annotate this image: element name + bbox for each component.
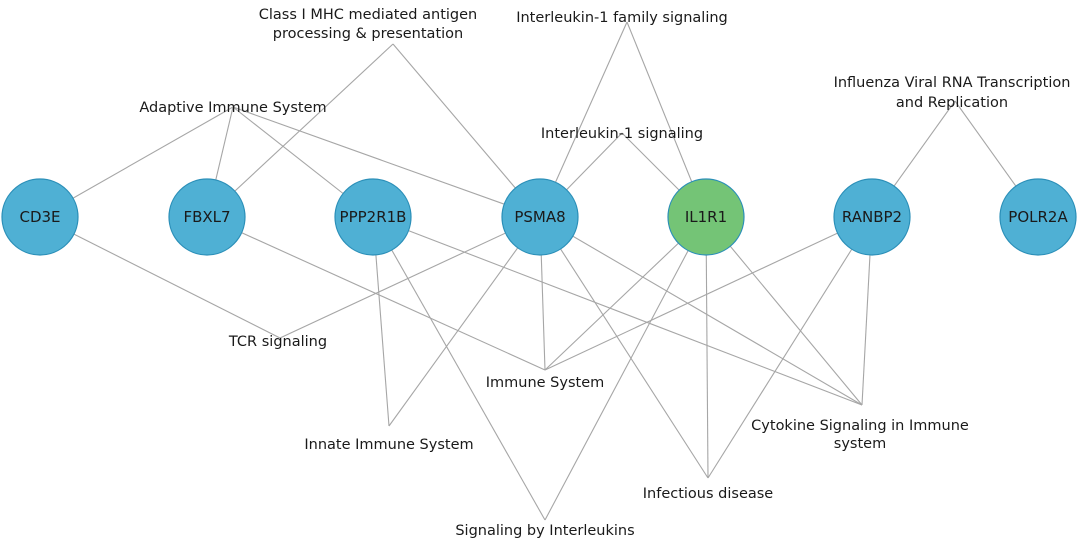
gene-node-label: FBXL7 bbox=[183, 208, 230, 226]
pathway-term-label: Signaling by Interleukins bbox=[455, 523, 634, 538]
pathway-term-il1sig[interactable]: Interleukin-1 signaling bbox=[541, 126, 703, 142]
edge-tcr-CD3E bbox=[39, 216, 281, 339]
pathway-term-influenza[interactable]: Influenza Viral RNA Transcription and Rep… bbox=[834, 75, 1071, 111]
gene-node-circle bbox=[1, 178, 79, 256]
pathway-term-interleukins[interactable]: Signaling by Interleukins bbox=[455, 523, 634, 538]
pathway-term-adaptive[interactable]: Adaptive Immune System bbox=[139, 100, 326, 116]
edge-interleukins-PPP2R1B bbox=[372, 216, 546, 521]
gene-node-label: IL1R1 bbox=[685, 208, 727, 226]
pathway-terms-layer: Class I MHC mediated antigen processing &… bbox=[139, 7, 1070, 538]
pathway-term-label: system bbox=[834, 436, 886, 452]
pathway-term-immune[interactable]: Immune System bbox=[486, 375, 605, 391]
pathway-term-label: processing & presentation bbox=[273, 26, 463, 42]
pathway-term-label: Cytokine Signaling in Immune bbox=[751, 418, 969, 434]
gene-node-cd3e[interactable]: CD3E bbox=[1, 178, 79, 256]
edge-cytokine-PSMA8 bbox=[539, 216, 863, 406]
pathway-term-label: Adaptive Immune System bbox=[139, 100, 326, 116]
pathway-term-label: Interleukin-1 signaling bbox=[541, 126, 703, 142]
gene-node-label: RANBP2 bbox=[842, 208, 902, 226]
gene-node-ppp2r1b[interactable]: PPP2R1B bbox=[334, 178, 412, 256]
gene-node-circle bbox=[168, 178, 246, 256]
gene-node-circle bbox=[667, 178, 745, 256]
gene-node-polr2a[interactable]: POLR2A bbox=[999, 178, 1077, 256]
pathway-term-innate[interactable]: Innate Immune System bbox=[304, 437, 473, 453]
pathway-term-label: Class I MHC mediated antigen bbox=[259, 7, 477, 23]
pathway-term-cytokine[interactable]: Cytokine Signaling in Immune system bbox=[751, 418, 969, 452]
pathway-term-infectious[interactable]: Infectious disease bbox=[643, 486, 774, 502]
pathway-term-il1family[interactable]: Interleukin-1 family signaling bbox=[516, 10, 728, 26]
pathway-term-label: and Replication bbox=[896, 95, 1008, 111]
edge-immune-RANBP2 bbox=[544, 216, 873, 371]
gene-node-circle bbox=[833, 178, 911, 256]
gene-node-circle bbox=[999, 178, 1077, 256]
edge-interleukins-IL1R1 bbox=[544, 216, 707, 521]
edge-class1mhc-FBXL7 bbox=[206, 43, 394, 218]
gene-node-il1r1[interactable]: IL1R1 bbox=[667, 178, 745, 256]
edge-infectious-IL1R1 bbox=[705, 216, 709, 479]
pathway-term-label: Interleukin-1 family signaling bbox=[516, 10, 728, 26]
edge-immune-FBXL7 bbox=[206, 216, 546, 371]
pathway-term-label: Innate Immune System bbox=[304, 437, 473, 453]
pathway-term-label: Influenza Viral RNA Transcription bbox=[834, 75, 1071, 91]
edge-innate-PSMA8 bbox=[388, 216, 541, 427]
gene-node-ranbp2[interactable]: RANBP2 bbox=[833, 178, 911, 256]
gene-node-label: PPP2R1B bbox=[340, 208, 407, 226]
gene-node-label: PSMA8 bbox=[514, 208, 565, 226]
gene-node-label: POLR2A bbox=[1008, 208, 1068, 226]
pathway-term-label: TCR signaling bbox=[228, 334, 327, 350]
edge-cytokine-IL1R1 bbox=[705, 216, 863, 406]
pathway-term-label: Immune System bbox=[486, 375, 605, 391]
gene-node-psma8[interactable]: PSMA8 bbox=[501, 178, 579, 256]
gene-node-label: CD3E bbox=[19, 208, 60, 226]
pathway-term-tcr[interactable]: TCR signaling bbox=[228, 334, 327, 350]
edge-cytokine-PPP2R1B bbox=[372, 216, 863, 406]
gene-node-circle bbox=[501, 178, 579, 256]
gene-node-fbxl7[interactable]: FBXL7 bbox=[168, 178, 246, 256]
edge-adaptive-PSMA8 bbox=[232, 106, 541, 218]
edge-infectious-RANBP2 bbox=[707, 216, 873, 479]
gene-nodes-layer: CD3E FBXL7 PPP2R1B PSMA8 IL1R1 RANBP2 POLR2A bbox=[1, 178, 1077, 256]
edge-tcr-PSMA8 bbox=[279, 216, 541, 339]
pathway-term-class1mhc[interactable]: Class I MHC mediated antigen processing &… bbox=[259, 7, 477, 42]
gene-node-circle bbox=[334, 178, 412, 256]
edges-layer bbox=[39, 21, 1039, 521]
edge-infectious-PSMA8 bbox=[539, 216, 709, 479]
pathway-term-label: Infectious disease bbox=[643, 486, 774, 502]
